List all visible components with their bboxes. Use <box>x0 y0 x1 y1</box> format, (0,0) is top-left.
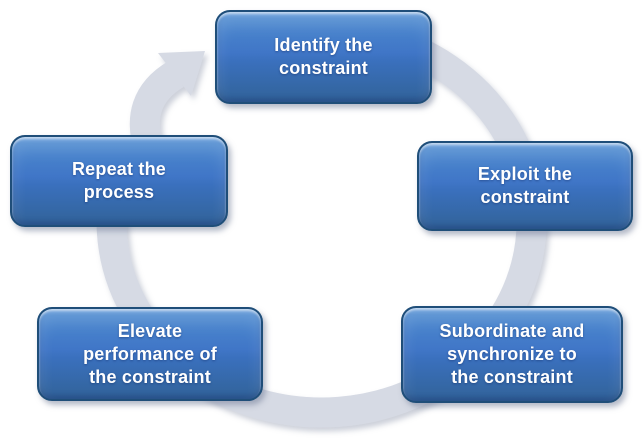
step-box-elevate: Elevate performance of the constraint <box>37 307 263 401</box>
cycle-arrow-icon <box>158 51 205 96</box>
step-label-elevate: Elevate performance of the constraint <box>83 320 217 387</box>
step-label-identify: Identify the constraint <box>274 35 373 78</box>
step-label-exploit: Exploit the constraint <box>477 164 573 207</box>
step-label-repeat: Repeat the process <box>71 159 167 202</box>
step-label-subordinate: Subordinate and synchronize to the const… <box>439 321 585 387</box>
step-box-repeat: Repeat the process <box>10 135 228 227</box>
step-box-identify: Identify the constraint <box>215 10 432 104</box>
step-box-exploit: Exploit the constraint <box>417 141 633 231</box>
step-box-subordinate: Subordinate and synchronize to the const… <box>401 306 623 403</box>
